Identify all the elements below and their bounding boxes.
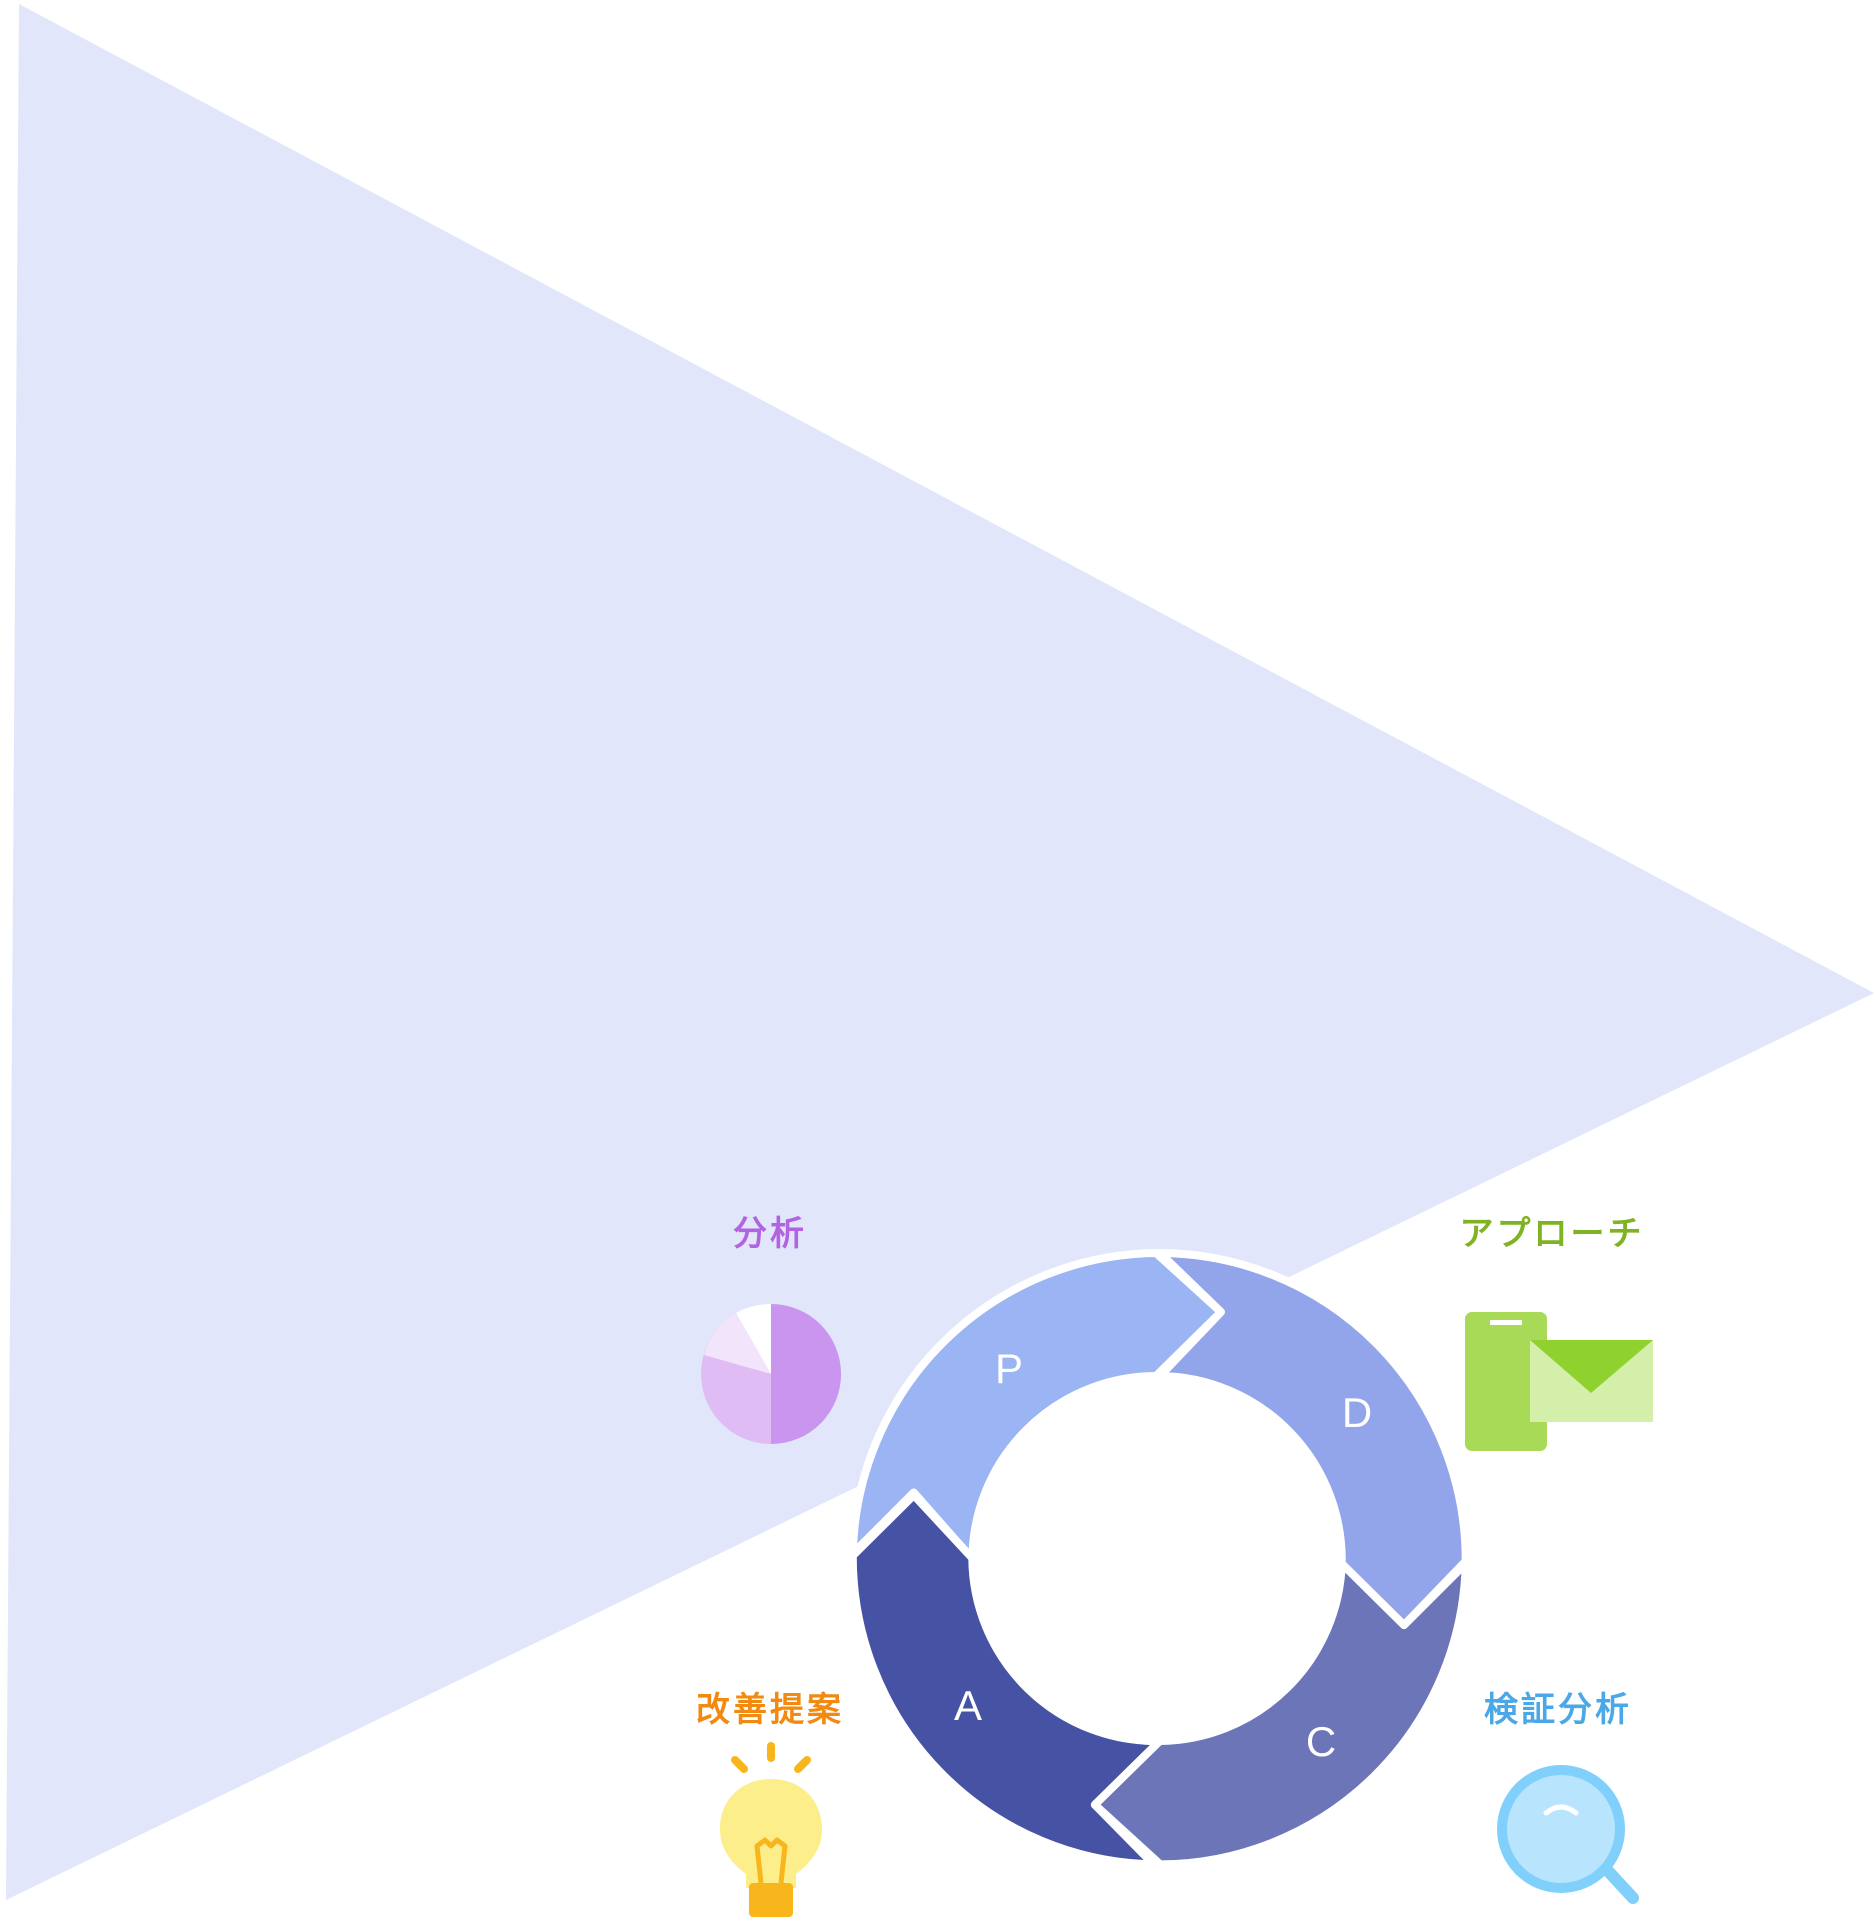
label-act: 改善提案 xyxy=(696,1690,844,1730)
label-plan: 分析 xyxy=(733,1214,807,1254)
segment-do xyxy=(1156,1249,1470,1630)
phone-mail-icon xyxy=(1465,1312,1653,1451)
magnifier-icon xyxy=(1497,1765,1639,1904)
lightbulb-icon xyxy=(720,1742,822,1917)
segment-letter-do: D xyxy=(1342,1389,1372,1436)
segment-letter-act: A xyxy=(954,1682,982,1729)
background-triangle xyxy=(6,4,1874,1900)
segment-check xyxy=(1090,1559,1470,1869)
segment-letter-plan: P xyxy=(995,1345,1023,1392)
label-do: アプローチ xyxy=(1459,1214,1645,1254)
segment-act xyxy=(848,1491,1164,1869)
segment-plan xyxy=(848,1249,1225,1564)
pie-chart-icon xyxy=(701,1303,841,1444)
segment-letter-check: C xyxy=(1306,1718,1336,1765)
label-check: 検証分析 xyxy=(1484,1690,1632,1730)
